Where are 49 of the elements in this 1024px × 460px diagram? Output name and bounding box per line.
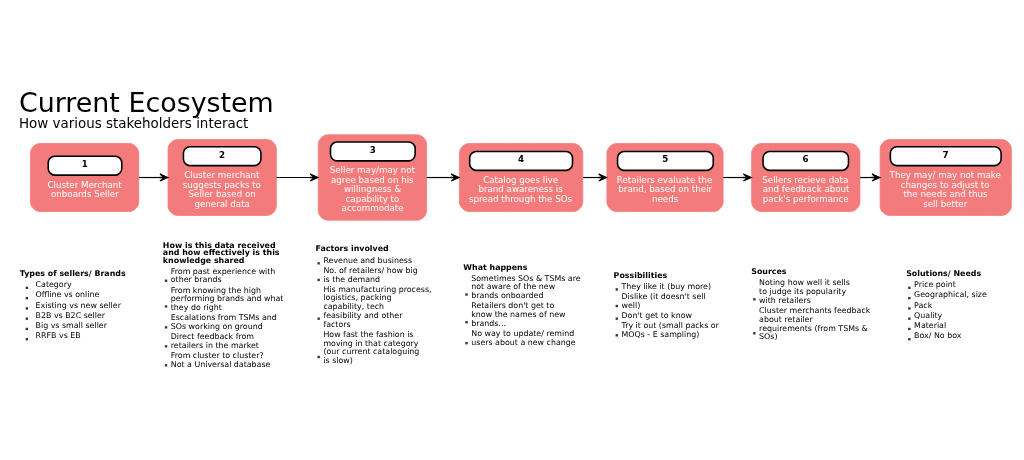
node-label: Offline vs online — [35, 289, 100, 299]
node-label: Pack — [914, 300, 933, 310]
node-label: No. of retailers/ how big is the demand — [323, 265, 418, 283]
arrow — [426, 172, 460, 182]
node-label: Existing vs new seller — [35, 300, 121, 310]
node-label: Dislike (it doesn't sell well) — [621, 291, 706, 310]
node-label: RRFB vs EB — [35, 330, 81, 340]
node-label: Material — [914, 320, 947, 330]
node-label: From past experience with other brands — [170, 266, 276, 284]
node-box: 7 They may/ may not make changes to adjust to the needs and thus sell better — [879, 138, 1012, 216]
node-box: 3 Seller may/may not agree based on his willingness & capability to accommodate — [317, 133, 427, 221]
node-label: Escalations from TSMs and SOs working on ground — [170, 312, 277, 331]
node-label: Noting how well it sells to judge its popularity with retailers — [759, 277, 850, 305]
node-label: Possibilities — [613, 270, 668, 280]
node-label: Revenue and business — [323, 255, 413, 265]
node-label: Direct feedback from retailers in the market — [170, 331, 259, 350]
node-label: Big vs small seller — [35, 320, 107, 330]
arrow — [722, 172, 752, 182]
node-label: How fast the fashion is moving in that category (our current cataloguing is slow) — [323, 329, 420, 365]
node-label: Types of sellers/ Brands — [19, 268, 126, 278]
node-box: 6 Sellers recieve data and feedback about pack's performance — [751, 142, 861, 212]
node-label: His manufacturing process, logistics, packing capability, tech feasibility and other factors — [323, 284, 432, 329]
node-label: Sources — [751, 266, 787, 276]
node-label: Cluster merchants feedback about retailer requirements (from TSMs & SOs) — [759, 305, 871, 341]
node-label: From knowing the high performing brands and what they do right — [170, 285, 284, 312]
node-label: Retailers don't get to know the names of new brands... — [471, 300, 566, 328]
node-label: They like it (buy more) — [621, 281, 711, 291]
node-label: Solutions/ Needs — [906, 268, 982, 278]
node-label: Don't get to know — [621, 310, 692, 320]
node-label: Geographical, size — [914, 289, 987, 299]
node-label: Sometimes SOs & TSMs are not aware of the new brands onboarded — [471, 273, 581, 300]
node-label: Try it out (small packs or MOQs - E sampling) — [621, 320, 719, 339]
node-label: Box/ No box — [914, 330, 962, 340]
node-box: 1 Cluster Merchant onboards Seller — [30, 142, 140, 212]
node-label: Factors involved — [315, 243, 389, 253]
node-label: No way to update/ remind users about a new change — [471, 328, 576, 347]
node-label: How is this data received and how effectively is this knowledge shared — [162, 240, 280, 265]
diagram-title: Current Ecosystem — [18, 86, 274, 118]
node-label: B2B vs B2C seller — [35, 310, 106, 320]
node-label: From cluster to cluster? Not a Universal database — [170, 350, 271, 369]
node-label: Price point — [914, 279, 956, 289]
node-label: What happens — [463, 262, 528, 272]
node-box: 2 Cluster merchant suggests packs to Seller based on general data — [167, 138, 277, 216]
node-box: 5 Retailers evaluate the brand, based on their needs — [606, 142, 724, 212]
arrow — [138, 172, 169, 182]
node-label: Category — [35, 279, 72, 289]
node-box: 4 Catalog goes live brand awareness is spread through the SOs — [459, 142, 584, 212]
arrow — [275, 172, 319, 182]
node-label: Quality — [914, 310, 943, 320]
